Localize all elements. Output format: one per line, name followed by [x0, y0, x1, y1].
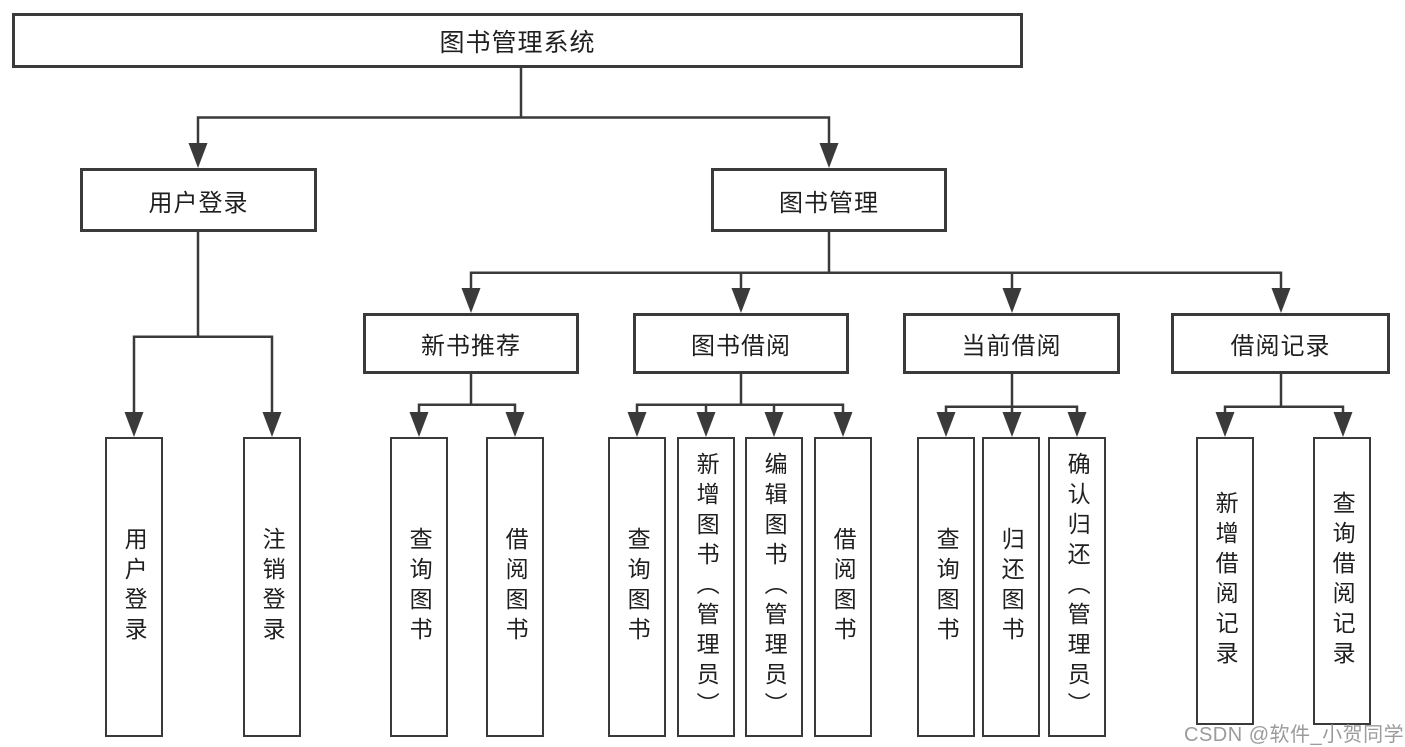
leaf-query-books-3: 查询图书: [917, 437, 975, 737]
node-user-login-label: 用户登录: [148, 189, 249, 217]
node-book-borrow: 图书借阅: [633, 313, 849, 374]
arrow-down-icon: [1067, 412, 1087, 437]
leaf-borrow-books-1-label: 借阅图书: [502, 527, 529, 647]
node-borrow-records-label: 借阅记录: [1230, 333, 1331, 360]
leaf-borrow-books-1: 借阅图书: [486, 437, 544, 737]
leaf-edit-books-admin-label: 编辑图书（管理员）: [761, 452, 788, 722]
arrow-down-icon: [819, 143, 839, 168]
arrow-down-icon: [833, 412, 853, 437]
leaf-query-books-1-label: 查询图书: [406, 527, 433, 647]
arrow-down-icon: [188, 143, 208, 168]
node-root-system-label: 图书管理系统: [439, 28, 596, 57]
leaf-confirm-return-admin-label: 确认归还（管理员）: [1064, 452, 1091, 722]
node-root-system: 图书管理系统: [12, 13, 1023, 68]
leaf-query-borrow-record: 查询借阅记录: [1313, 437, 1371, 725]
leaf-query-books-2-label: 查询图书: [624, 527, 651, 647]
arrow-down-icon: [1333, 412, 1353, 437]
arrow-down-icon: [764, 412, 784, 437]
leaf-query-borrow-record-label: 查询借阅记录: [1329, 491, 1356, 671]
node-new-book-recommend: 新书推荐: [363, 313, 579, 374]
arrow-down-icon: [262, 412, 282, 437]
arrow-down-icon: [409, 412, 429, 437]
leaf-borrow-books-2: 借阅图书: [814, 437, 872, 737]
csdn-watermark: CSDN @软件_小贺同学: [1184, 724, 1405, 746]
leaf-add-borrow-record: 新增借阅记录: [1196, 437, 1254, 725]
arrow-down-icon: [696, 412, 716, 437]
leaf-borrow-books-2-label: 借阅图书: [830, 527, 857, 647]
arrow-down-icon: [505, 412, 525, 437]
leaf-user-login: 用户登录: [105, 437, 163, 737]
node-user-login: 用户登录: [80, 168, 317, 232]
leaf-add-books-admin: 新增图书（管理员）: [677, 437, 735, 737]
connector-arrows: [124, 143, 1353, 437]
node-current-borrow: 当前借阅: [903, 313, 1120, 374]
node-current-borrow-label: 当前借阅: [961, 333, 1062, 360]
node-borrow-records: 借阅记录: [1171, 313, 1390, 374]
leaf-query-books-1: 查询图书: [390, 437, 448, 737]
arrow-down-icon: [731, 288, 751, 313]
node-book-management-label: 图书管理: [779, 189, 879, 217]
arrow-down-icon: [1271, 288, 1291, 313]
leaf-logout-label: 注销登录: [259, 527, 286, 647]
connector-edges: [132, 68, 1345, 419]
arrow-down-icon: [627, 412, 647, 437]
node-book-borrow-label: 图书借阅: [691, 333, 791, 360]
leaf-logout: 注销登录: [243, 437, 301, 737]
arrow-down-icon: [1002, 288, 1022, 313]
leaf-return-books: 归还图书: [982, 437, 1040, 737]
leaf-confirm-return-admin: 确认归还（管理员）: [1048, 437, 1106, 737]
leaf-return-books-label: 归还图书: [998, 527, 1025, 647]
leaf-user-login-label: 用户登录: [121, 527, 148, 647]
leaf-query-books-2: 查询图书: [608, 437, 666, 737]
arrow-down-icon: [124, 412, 144, 437]
node-new-book-recommend-label: 新书推荐: [421, 333, 521, 360]
leaf-add-borrow-record-label: 新增借阅记录: [1212, 491, 1239, 671]
leaf-query-books-3-label: 查询图书: [933, 527, 960, 647]
arrow-down-icon: [1215, 412, 1235, 437]
leaf-edit-books-admin: 编辑图书（管理员）: [745, 437, 803, 737]
arrow-down-icon: [461, 288, 481, 313]
arrow-down-icon: [1002, 412, 1022, 437]
arrow-down-icon: [936, 412, 956, 437]
node-book-management: 图书管理: [711, 168, 947, 232]
leaf-add-books-admin-label: 新增图书（管理员）: [693, 452, 720, 722]
